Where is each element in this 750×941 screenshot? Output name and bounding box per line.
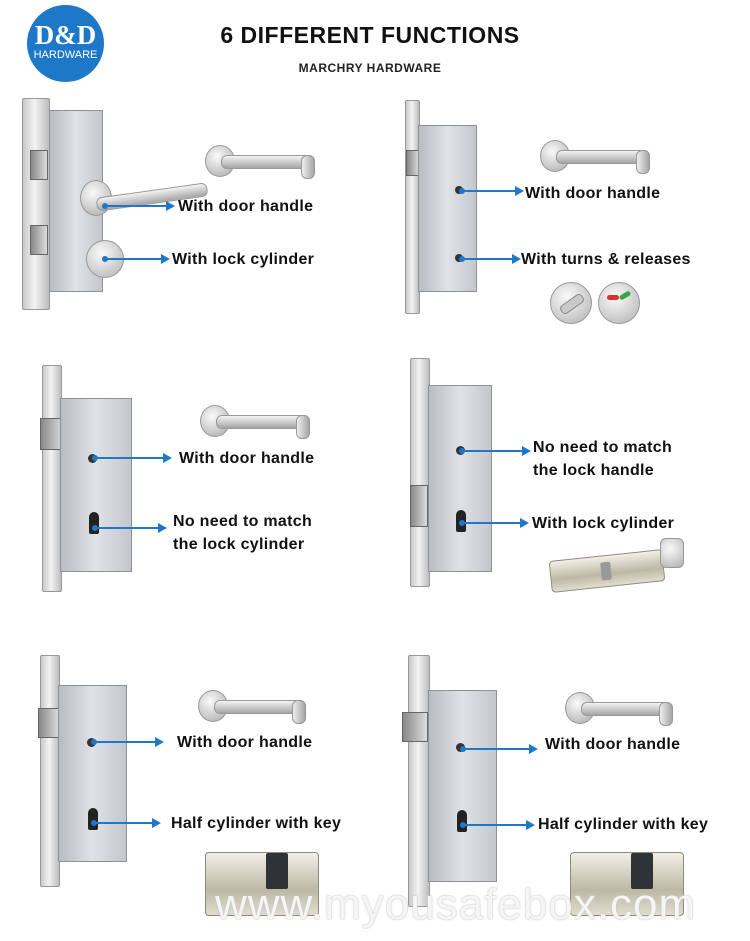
feature-label: With turns & releases bbox=[521, 251, 691, 268]
feature-label: With door handle bbox=[177, 734, 313, 751]
lock-case bbox=[428, 690, 497, 882]
lock-faceplate bbox=[40, 655, 60, 887]
arrow-icon bbox=[102, 254, 170, 264]
half-cylinder-image bbox=[570, 852, 684, 916]
cylinder-thumb-turn bbox=[660, 538, 684, 568]
feature-label: With door handle bbox=[545, 736, 681, 753]
cylinder-hole bbox=[457, 810, 467, 832]
watermark: www.myousafebox.com bbox=[215, 880, 697, 929]
lock-case bbox=[58, 685, 127, 862]
logo-subtext: HARDWARE bbox=[33, 49, 98, 61]
feature-label: the lock handle bbox=[533, 462, 654, 479]
feature-label: Half cylinder with key bbox=[538, 816, 709, 833]
logo-text: D&D bbox=[34, 20, 97, 50]
dead-bolt bbox=[30, 225, 48, 255]
latch-bolt bbox=[402, 712, 428, 742]
lock-case bbox=[60, 398, 132, 572]
arrow-icon bbox=[459, 254, 521, 264]
arrow-icon bbox=[460, 744, 538, 754]
feature-label: the lock cylinder bbox=[173, 536, 305, 553]
brand-logo: D&D HARDWARE bbox=[27, 5, 104, 82]
feature-label: With lock cylinder bbox=[532, 515, 675, 532]
arrow-icon bbox=[102, 201, 175, 211]
lock-faceplate bbox=[22, 98, 50, 310]
latch-bolt bbox=[30, 150, 48, 180]
cylinder-image bbox=[548, 549, 666, 593]
arrow-icon bbox=[459, 186, 524, 196]
lock-case bbox=[418, 125, 477, 292]
arrow-icon bbox=[459, 446, 531, 456]
feature-label: With door handle bbox=[525, 185, 661, 202]
release-indicator-image bbox=[598, 282, 640, 324]
thumb-turn-image bbox=[550, 282, 592, 324]
arrow-icon bbox=[91, 737, 164, 747]
arrow-icon bbox=[92, 523, 167, 533]
feature-label: With door handle bbox=[178, 198, 314, 215]
lock-case bbox=[428, 385, 492, 572]
page-subtitle: MARCHRY HARDWARE bbox=[298, 61, 442, 75]
lock-faceplate bbox=[410, 358, 430, 587]
feature-label: No need to match bbox=[533, 439, 673, 456]
arrow-icon bbox=[92, 453, 172, 463]
dead-bolt bbox=[410, 485, 428, 527]
green-indicator-icon bbox=[618, 290, 632, 301]
latch-bolt bbox=[38, 708, 60, 738]
cylinder-hole bbox=[89, 512, 99, 534]
page-title: 6 DIFFERENT FUNCTIONS bbox=[220, 22, 520, 48]
arrow-icon bbox=[91, 818, 161, 828]
lock-faceplate bbox=[42, 365, 62, 592]
feature-label: No need to match bbox=[173, 513, 313, 530]
red-indicator-icon bbox=[607, 295, 619, 300]
arrow-icon bbox=[460, 820, 535, 830]
arrow-icon bbox=[459, 518, 529, 528]
half-cylinder-image bbox=[205, 852, 319, 916]
cylinder-hole bbox=[88, 808, 98, 830]
feature-label: With lock cylinder bbox=[172, 251, 315, 268]
lock-faceplate bbox=[408, 655, 430, 907]
feature-label: With door handle bbox=[179, 450, 315, 467]
feature-label: Half cylinder with key bbox=[171, 815, 342, 832]
